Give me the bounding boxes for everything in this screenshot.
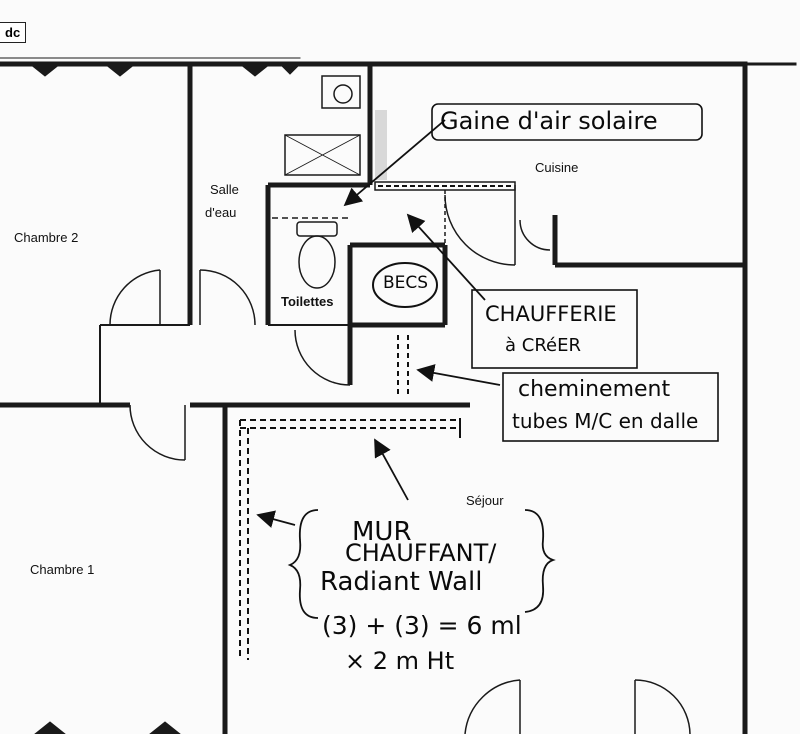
braces — [287, 509, 556, 619]
chaufferie-label-1: CHAUFFERIE — [485, 302, 617, 326]
mur-label-3: Radiant Wall — [320, 567, 483, 597]
room-label-cuisine: Cuisine — [535, 160, 579, 175]
gaine-label: Gaine d'air solaire — [440, 107, 658, 135]
room-label-salle-eau-1: Salle — [210, 182, 239, 197]
windows — [28, 63, 302, 734]
annotation-arrows — [256, 119, 501, 528]
fixtures — [272, 75, 516, 289]
chaufferie-label-2: à CRéER — [505, 335, 581, 356]
room-label-salle-eau-2: d'eau — [205, 205, 237, 220]
annotation-boxes — [431, 103, 719, 442]
cheminement-label-1: cheminement — [518, 377, 671, 402]
ducting — [239, 185, 512, 660]
mur-label-2: CHAUFFANT/ — [345, 539, 497, 567]
becs-circle — [372, 262, 438, 308]
mur-label-1: MUR — [352, 517, 412, 547]
room-label-chambre-2: Chambre 2 — [14, 230, 79, 245]
doors — [109, 185, 691, 734]
cheminement-label-2: tubes M/C en dalle — [512, 409, 699, 433]
interior-walls — [0, 64, 745, 734]
mur-label-5: × 2 m Ht — [345, 647, 455, 675]
room-label-toilettes: Toilettes — [281, 294, 334, 309]
corner-tag: dc — [0, 22, 27, 43]
room-label-sejour: Séjour — [466, 493, 504, 508]
becs-label: BECS — [383, 273, 429, 293]
mur-label-4: (3) + (3) = 6 ml — [322, 611, 522, 640]
room-label-chambre-1: Chambre 1 — [30, 562, 95, 577]
